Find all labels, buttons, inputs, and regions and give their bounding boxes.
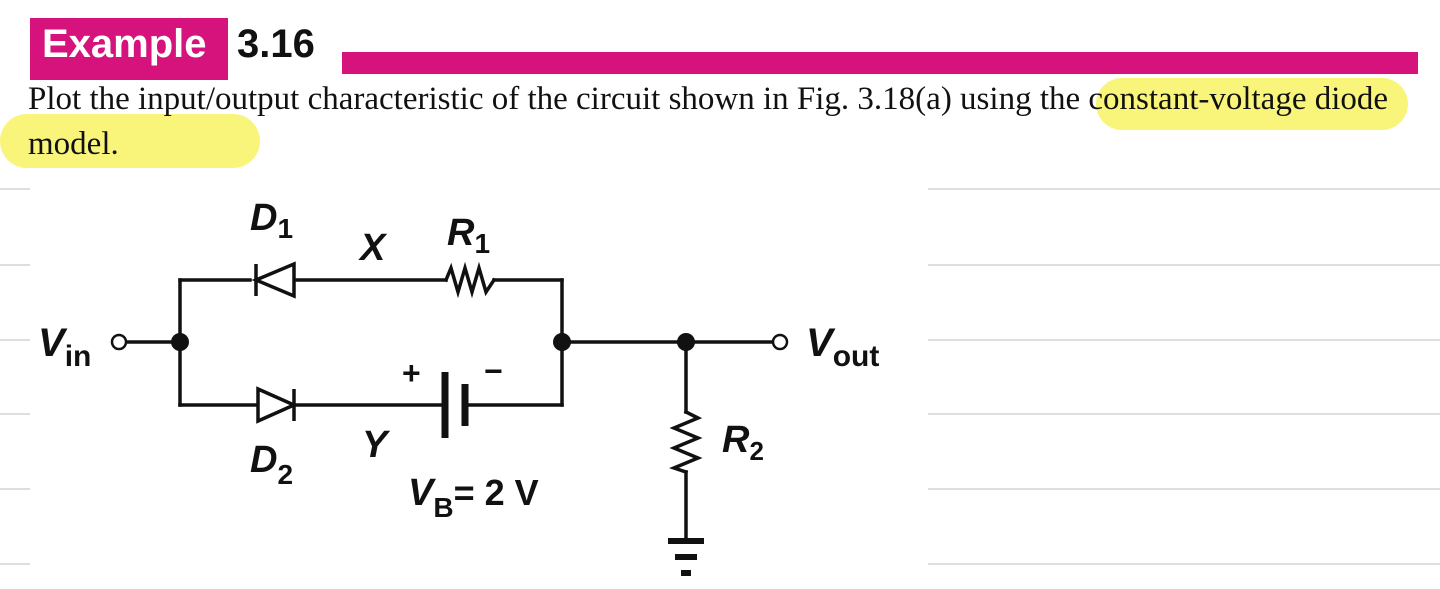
vin-terminal — [110, 333, 128, 351]
vout-terminal — [771, 333, 789, 351]
ruled-line — [928, 188, 1440, 190]
ruled-line — [0, 413, 30, 415]
vout-label: Vout — [806, 321, 879, 373]
ruled-line — [928, 488, 1440, 490]
junction-dot — [677, 333, 695, 351]
example-label-box — [30, 18, 228, 80]
ruled-line — [928, 413, 1440, 415]
battery-plus-label: + — [402, 355, 421, 391]
ruled-line — [0, 339, 30, 341]
r2-label: R2 — [722, 419, 764, 466]
junction-dot — [553, 333, 571, 351]
highlight-mark — [1096, 78, 1408, 130]
highlight-mark — [0, 114, 260, 168]
vin-label: Vin — [38, 321, 91, 373]
diode-d2-symbol — [256, 386, 299, 424]
battery-minus-label: − — [484, 353, 503, 389]
ruled-line — [0, 488, 30, 490]
junction-dot — [171, 333, 189, 351]
ruled-line — [0, 264, 30, 266]
node-y-label: Y — [362, 424, 391, 466]
example-number: 3.16 — [237, 22, 315, 66]
ruled-line — [0, 563, 30, 565]
ruled-line — [928, 264, 1440, 266]
problem-statement: Plot the input/output characteristic of … — [28, 81, 1389, 162]
r1-label: R1 — [447, 212, 490, 259]
vb-label: VB= 2 V — [408, 472, 539, 523]
diode-d1-symbol — [251, 261, 296, 299]
d2-label: D2 — [250, 439, 293, 490]
battery-symbol — [441, 372, 469, 438]
d1-label: D1 — [250, 197, 293, 244]
header-accent-bar — [342, 52, 1418, 74]
resistor-r1-symbol — [443, 261, 497, 299]
ruled-line — [928, 339, 1440, 341]
resistor-r2-symbol — [669, 409, 703, 475]
ground-symbol — [668, 538, 704, 576]
ruled-line — [0, 188, 30, 190]
ruled-line — [928, 563, 1440, 565]
node-x-label: X — [358, 227, 388, 269]
example-label: Example — [42, 22, 207, 66]
